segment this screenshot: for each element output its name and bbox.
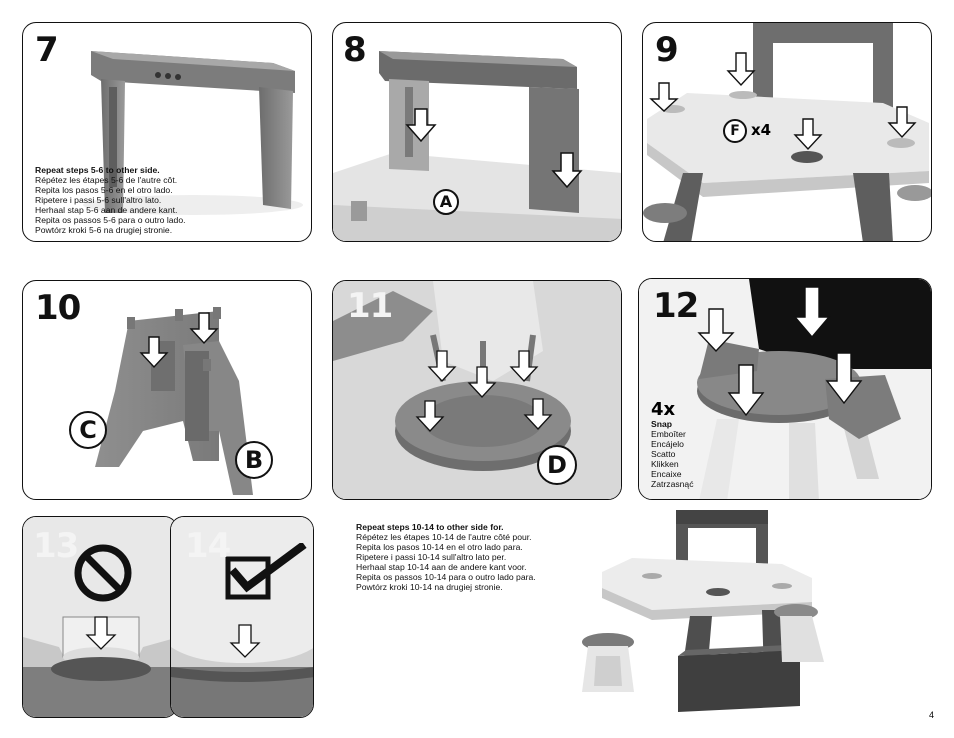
prohibited-icon xyxy=(74,544,132,602)
instruction-line: Ripetere i passi 10-14 sull'altro lato p… xyxy=(356,552,507,562)
instruction-line: Encaixe xyxy=(651,469,682,479)
step-14-illustration xyxy=(171,517,313,717)
instruction-line: Repita os passos 5-6 para o outro lado. xyxy=(35,215,186,225)
step-number: 12 xyxy=(653,286,699,326)
step-number: 13 xyxy=(33,526,79,566)
instruction-line: Herhaal stap 10-14 aan de andere kant vo… xyxy=(356,562,527,572)
part-label-f: F xyxy=(723,119,747,143)
step-10-panel: 10 C B xyxy=(22,280,312,500)
quantity-label: 4x xyxy=(651,399,676,420)
step-12-panel: 12 4x Snap Emboîter Encájelo Scatto Klik… xyxy=(638,278,932,500)
step-8-illustration xyxy=(333,51,621,241)
step-7-panel: 7 Repeat steps 5-6 to other side. Répéte… xyxy=(22,22,312,242)
step-12-illustration xyxy=(639,279,931,499)
step-number: 10 xyxy=(35,288,81,328)
step-7-illustration xyxy=(83,51,303,215)
step-number: 8 xyxy=(343,30,367,70)
part-label-a: A xyxy=(433,189,459,215)
instruction-line: Klikken xyxy=(651,459,679,469)
step-number: 11 xyxy=(347,286,393,326)
instruction-heading: Repeat steps 5-6 to other side. xyxy=(35,165,160,175)
checkbox-checked-icon xyxy=(225,543,307,600)
instruction-line: Powtórz kroki 10-14 na drugiej stronie. xyxy=(356,582,503,592)
step-9-panel: 9 F x4 xyxy=(642,22,932,242)
assembled-desk-illustration xyxy=(582,510,824,712)
step-number: 14 xyxy=(185,526,231,566)
step-7-instructions: Repeat steps 5-6 to other side. Répétez … xyxy=(35,165,185,235)
instruction-line: Répétez les étapes 10-14 de l'autre côté… xyxy=(356,532,532,542)
instruction-heading: Snap xyxy=(651,419,673,429)
step-number: 7 xyxy=(35,30,59,70)
step-13-panel: 13 xyxy=(22,516,178,718)
step-11-illustration xyxy=(333,281,621,499)
quantity-label: x4 xyxy=(751,121,772,139)
instruction-heading: Repeat steps 10-14 to other side for. xyxy=(356,522,504,532)
step-13-illustration xyxy=(23,517,177,717)
instruction-line: Powtórz kroki 5-6 na drugiej stronie. xyxy=(35,225,173,235)
instruction-line: Repita los pasos 10-14 en el otro lado p… xyxy=(356,542,523,552)
part-label-c: C xyxy=(69,411,107,449)
part-label-d: D xyxy=(537,445,577,485)
step-number: 9 xyxy=(655,30,679,70)
instruction-line: Répétez les étapes 5-6 de l'autre côt. xyxy=(35,175,178,185)
part-label-b: B xyxy=(235,441,273,479)
instruction-line: Herhaal stap 5-6 aan de andere kant. xyxy=(35,205,178,215)
instruction-line: Emboîter xyxy=(651,429,686,439)
instruction-line: Repita los pasos 5-6 en el otro lado. xyxy=(35,185,173,195)
step-12-instructions: Snap Emboîter Encájelo Scatto Klikken En… xyxy=(651,419,694,489)
step-14-panel: 14 xyxy=(170,516,314,718)
page-number: 4 xyxy=(928,710,934,720)
instruction-line: Zatrzasnąć xyxy=(651,479,694,489)
instruction-line: Repita os passos 10-14 para o outro lado… xyxy=(356,572,536,582)
instruction-line: Ripetere i passi 5-6 sull'altro lato. xyxy=(35,195,162,205)
step-8-panel: 8 A xyxy=(332,22,622,242)
step-11-panel: 11 D xyxy=(332,280,622,500)
instruction-line: Scatto xyxy=(651,449,676,459)
step-9-illustration xyxy=(643,23,931,241)
final-instructions: Repeat steps 10-14 to other side for. Ré… xyxy=(356,522,536,592)
instruction-line: Encájelo xyxy=(651,439,684,449)
